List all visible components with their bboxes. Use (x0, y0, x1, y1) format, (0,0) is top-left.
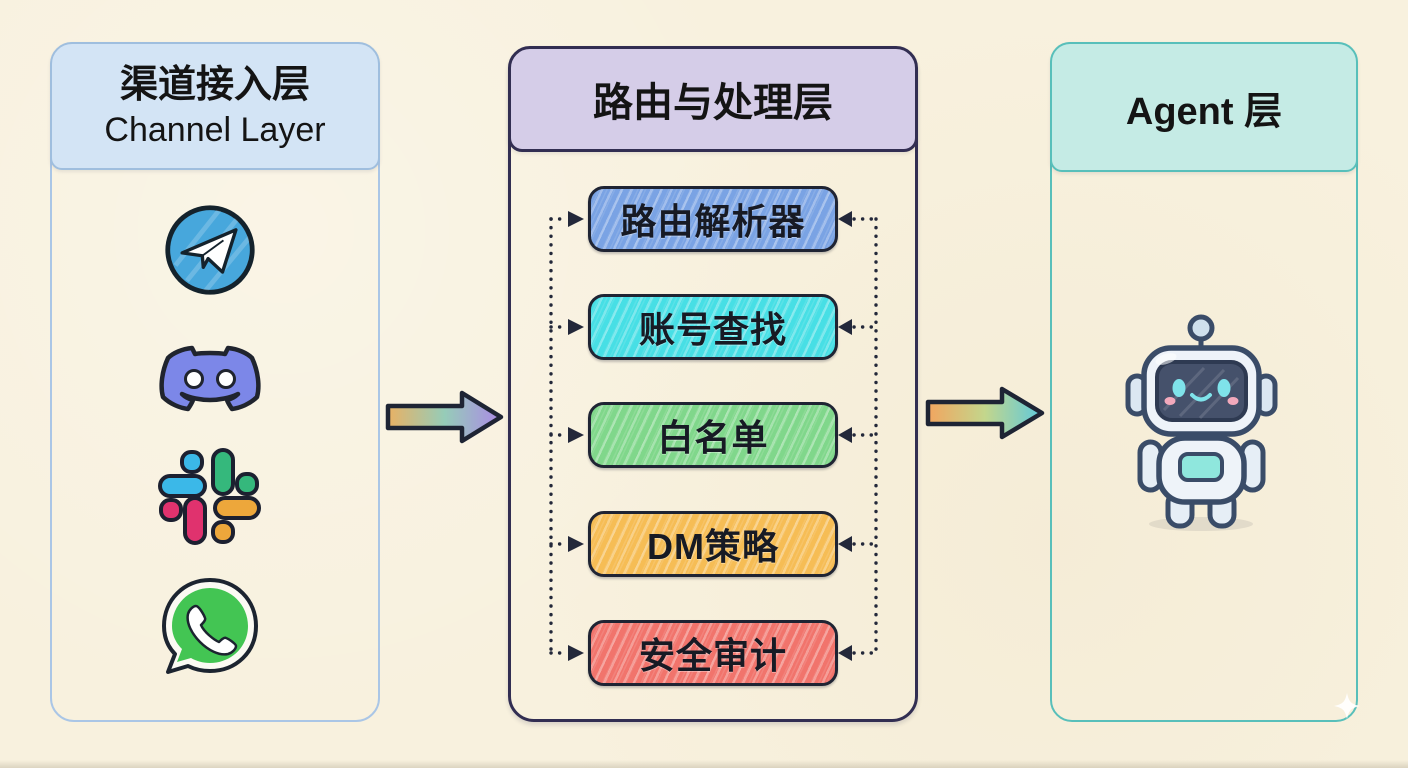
channel-layer-header: 渠道接入层 Channel Layer (50, 42, 380, 170)
module-whitelist-label: 白名单 (657, 417, 769, 458)
module-account-lookup-label: 账号查找 (638, 309, 787, 350)
module-dm-policy: DM策略 (588, 511, 838, 577)
channel-layer-title-en: Channel Layer (104, 111, 326, 150)
robot-eye-left (1172, 379, 1186, 397)
robot-antenna (1187, 314, 1215, 342)
agent-layer-header: Agent 层 (1050, 42, 1358, 172)
slack-icon (158, 446, 262, 555)
robot-cheek-right (1227, 397, 1239, 405)
module-account-lookup: 账号查找 (588, 294, 838, 360)
module-dm-policy-label: DM策略 (647, 526, 779, 567)
agent-robot-mascot (1104, 292, 1304, 552)
agent-layer-title: Agent 层 (1125, 90, 1283, 133)
routing-layer-title: 路由与处理层 (593, 81, 833, 125)
module-security-audit: 安全审计 (588, 620, 838, 686)
routing-layer-header: 路由与处理层 (508, 46, 918, 152)
robot-shadow (1149, 517, 1253, 531)
whatsapp-icon (158, 574, 262, 683)
page-bottom-edge (0, 760, 1408, 768)
module-whitelist: 白名单 (588, 402, 838, 468)
robot-screen (1155, 360, 1248, 422)
module-security-audit-label: 安全审计 (638, 635, 787, 676)
robot-cheek-left (1164, 397, 1176, 405)
module-route-parser-label: 路由解析器 (620, 201, 806, 242)
module-route-parser: 路由解析器 (588, 186, 838, 252)
telegram-icon (162, 202, 258, 303)
channel-layer-title-zh: 渠道接入层 (119, 63, 310, 106)
arrow-routing-to-agent (925, 386, 1045, 440)
discord-icon (158, 340, 262, 421)
arrow-channel-to-routing (385, 390, 504, 444)
robot-smile (1190, 393, 1212, 402)
robot-eye-right (1217, 379, 1231, 397)
robot-chest-panel (1178, 452, 1224, 482)
